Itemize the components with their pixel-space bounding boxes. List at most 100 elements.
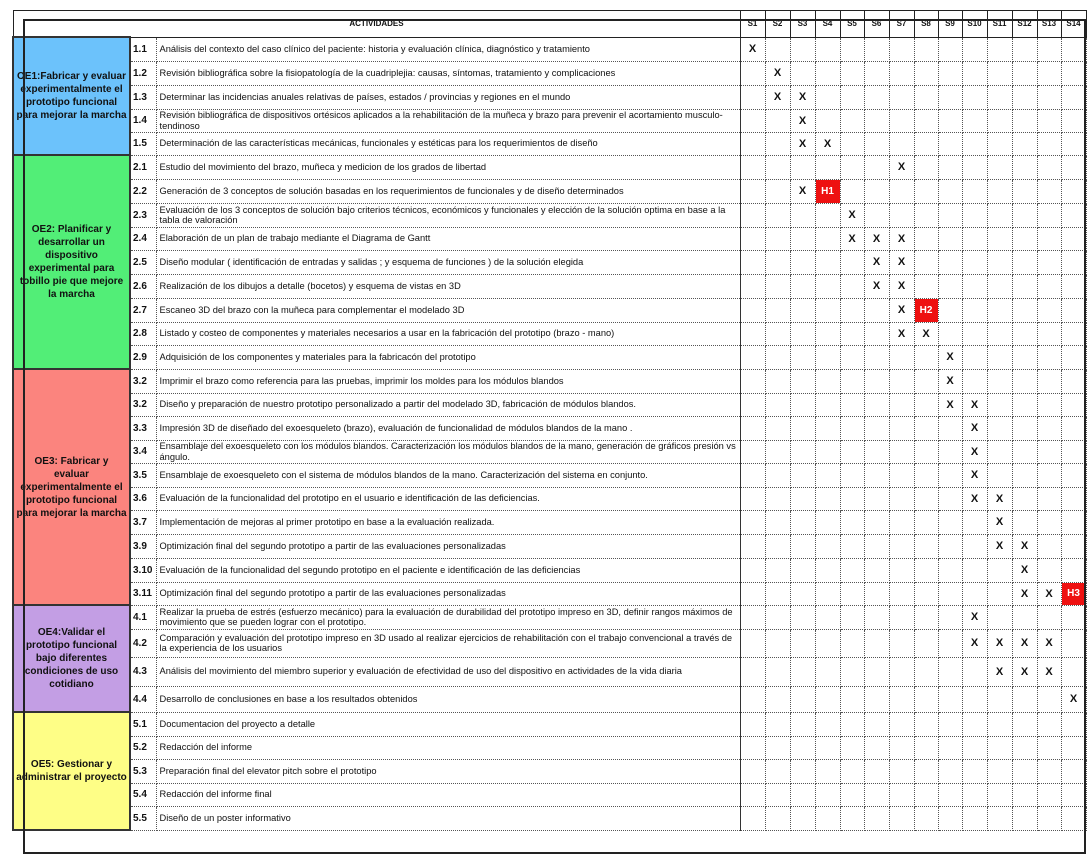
week-header-s8: S8: [913, 10, 939, 38]
week-cell: [739, 439, 766, 464]
week-cell: [739, 131, 766, 156]
week-cell: [888, 782, 915, 807]
week-cell: [1060, 415, 1087, 441]
week-cell: [1036, 685, 1062, 713]
week-cell: [739, 685, 766, 713]
week-cell: [986, 557, 1013, 583]
week-cell: [913, 439, 939, 464]
week-cell: [739, 486, 766, 511]
week-cell: [764, 108, 791, 133]
week-cell: [814, 321, 841, 346]
week-cell: [839, 486, 865, 511]
week-cell: [789, 758, 816, 784]
week-cell: [888, 581, 915, 606]
week-cell: [863, 344, 890, 370]
week-cell: [814, 486, 841, 511]
week-cell: [839, 685, 865, 713]
week-cell: [888, 711, 915, 737]
activity-number: 1.5: [129, 131, 157, 156]
week-cell: [1036, 415, 1062, 441]
week-cell: [1060, 533, 1087, 559]
week-cell: [839, 249, 865, 275]
week-mark: X: [961, 628, 988, 658]
week-mark: X: [1011, 533, 1038, 559]
week-mark: X: [863, 273, 890, 299]
activity-description: Implementación de mejoras al primer prot…: [155, 509, 741, 535]
activity-number: 3.2: [129, 368, 157, 394]
week-mark: X: [888, 297, 915, 323]
activity-description: Imprimir el brazo como referencia para l…: [155, 368, 741, 394]
activity-description: Optimización final del segundo prototipo…: [155, 581, 741, 606]
week-cell: [1011, 321, 1038, 346]
milestone-marker: H2: [913, 297, 939, 323]
week-cell: [839, 415, 865, 441]
week-cell: [764, 711, 791, 737]
week-cell: [1060, 131, 1087, 156]
week-cell: [839, 758, 865, 784]
week-cell: [739, 202, 766, 228]
week-header-s3: S3: [789, 10, 816, 38]
week-cell: [961, 509, 988, 535]
week-cell: [1036, 273, 1062, 299]
week-cell: [1011, 439, 1038, 464]
week-mark: X: [986, 628, 1013, 658]
week-header-s14: S14: [1060, 10, 1087, 38]
activity-description: Documentacion del proyecto a detalle: [155, 711, 741, 737]
activity-description: Comparación y evaluación del prototipo i…: [155, 628, 741, 658]
week-cell: [739, 178, 766, 204]
week-cell: [1011, 486, 1038, 511]
week-cell: [1036, 108, 1062, 133]
activity-description: Realización de los dibujos a detalle (bo…: [155, 273, 741, 299]
week-mark: X: [961, 486, 988, 511]
week-cell: [986, 297, 1013, 323]
week-cell: [888, 344, 915, 370]
week-cell: [1060, 758, 1087, 784]
week-cell: [888, 509, 915, 535]
week-cell: [839, 178, 865, 204]
activity-number: 3.10: [129, 557, 157, 583]
week-cell: [814, 805, 841, 831]
week-mark: X: [937, 392, 963, 417]
week-mark: X: [739, 36, 766, 62]
week-cell: [1011, 415, 1038, 441]
week-cell: [1011, 131, 1038, 156]
week-cell: [888, 685, 915, 713]
week-cell: [986, 392, 1013, 417]
week-cell: [814, 758, 841, 784]
activity-number: 4.3: [129, 656, 157, 687]
week-cell: [814, 685, 841, 713]
week-cell: [863, 758, 890, 784]
week-cell: [863, 557, 890, 583]
week-cell: [1060, 273, 1087, 299]
week-cell: [986, 735, 1013, 760]
week-cell: [789, 321, 816, 346]
activity-description: Análisis del contexto del caso clínico d…: [155, 36, 741, 62]
week-cell: [1036, 154, 1062, 180]
activity-number: 5.5: [129, 805, 157, 831]
week-cell: [888, 604, 915, 630]
week-mark: X: [863, 249, 890, 275]
week-cell: [986, 758, 1013, 784]
week-cell: [1036, 439, 1062, 464]
week-cell: [739, 368, 766, 394]
table-row: OE3: Fabricar y evaluar experimentalment…: [12, 368, 1087, 606]
week-cell: [1060, 439, 1087, 464]
week-cell: [1011, 84, 1038, 110]
week-cell: [764, 782, 791, 807]
week-cell: [913, 131, 939, 156]
week-cell: [1036, 462, 1062, 488]
week-mark: X: [814, 131, 841, 156]
week-cell: [913, 84, 939, 110]
week-cell: [1060, 321, 1087, 346]
week-cell: [764, 321, 791, 346]
